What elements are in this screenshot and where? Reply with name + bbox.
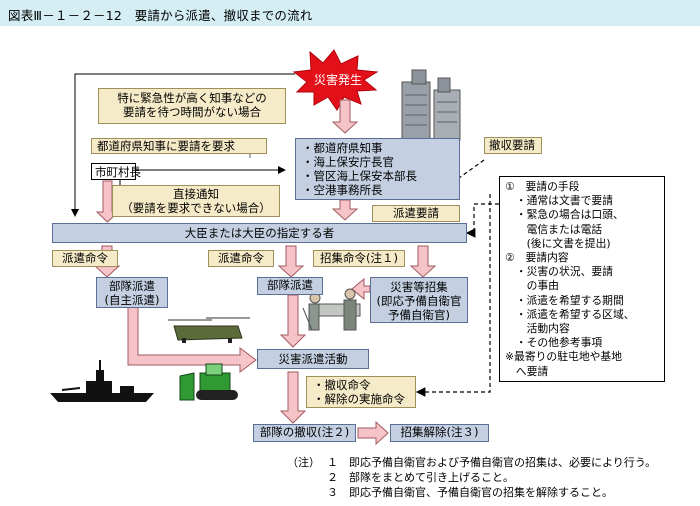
minister-bar: 大臣または大臣の指定する者 bbox=[52, 223, 467, 243]
disaster-call-box: 災害等招集 (即応予備自衛官 予備自衛官) bbox=[370, 277, 468, 323]
mayor-box: 市町村長 bbox=[91, 163, 141, 180]
bulldozer-icon bbox=[179, 363, 238, 401]
urgent-case-note: 特に緊急性が高く知事などの 要請を待つ時間がない場合 bbox=[98, 88, 286, 124]
dispatch-order-left: 派遣命令 bbox=[52, 250, 118, 267]
notes-label: （注） bbox=[287, 456, 320, 469]
relief-activity-box: 災害派遣活動 bbox=[257, 349, 369, 369]
disaster-label: 災害発生 bbox=[314, 73, 363, 87]
autonomous-dispatch-box: 部隊派遣 (自主派遣) bbox=[96, 277, 168, 308]
rescue-team-icon bbox=[302, 288, 361, 331]
figure-title: 図表Ⅲ－１－２－12 要請から派遣、撤収までの流れ bbox=[8, 8, 313, 23]
requesters-box: ・都道府県知事 ・海上保安庁長官 ・管区海上保安本部長 ・空港事務所長 bbox=[295, 138, 460, 200]
note-1: １ 即応予備自衛官および予備自衛官の招集は、必要により行う。 bbox=[327, 456, 657, 469]
call-release-box: 招集解除(注３) bbox=[390, 424, 489, 442]
warship-icon bbox=[50, 360, 154, 402]
withdraw-request-label: 撤収要請 bbox=[484, 137, 542, 154]
helicopter-icon bbox=[168, 317, 250, 343]
request-governor-box: 都道府県知事に要請を要求 bbox=[91, 138, 267, 154]
dispatch-order-mid: 派遣命令 bbox=[208, 250, 274, 267]
note-2: ２ 部隊をまとめて引き上げること。 bbox=[327, 471, 514, 484]
unit-withdraw-box: 部隊の撤収(注２) bbox=[253, 424, 356, 442]
request-info-box: ① 要請の手段 ・通常は文書で要請 ・緊急の場合は口頭、 電信または電話 (後に… bbox=[499, 176, 665, 382]
dispatch-request-label: 派遣要請 bbox=[372, 205, 460, 222]
withdraw-orders-box: ・撤収命令 ・解除の実施命令 bbox=[306, 376, 416, 408]
unit-dispatch-box: 部隊派遣 bbox=[257, 277, 323, 295]
direct-notice-box: 直接通知 （要請を要求できない場合） bbox=[112, 185, 280, 217]
note-3: ３ 即応予備自衛官、予備自衛官の招集を解除すること。 bbox=[327, 486, 613, 499]
disaster-burst bbox=[292, 49, 379, 111]
title-bar: 図表Ⅲ－１－２－12 要請から派遣、撤収までの流れ bbox=[0, 0, 700, 26]
call-order-label: 招集命令(注１) bbox=[313, 250, 405, 267]
building-icon bbox=[401, 69, 461, 141]
